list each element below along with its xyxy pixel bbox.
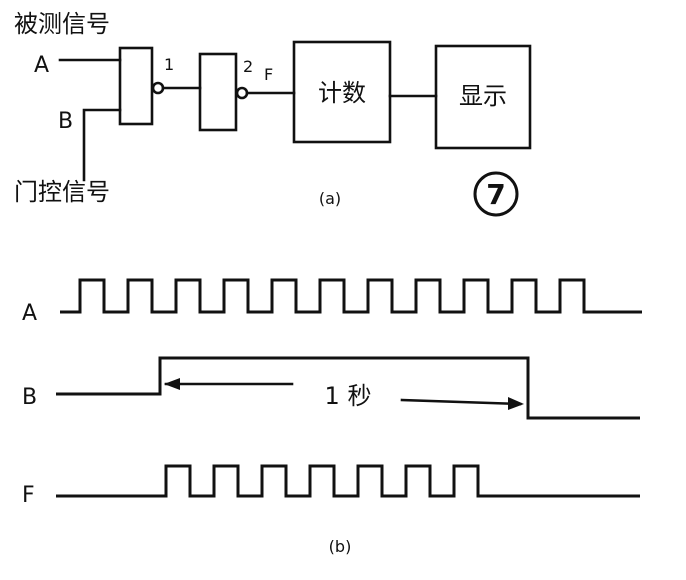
- wave-b-trace: [56, 356, 640, 420]
- interval-arrow-right-line: [400, 398, 522, 406]
- wave-f-label: F: [22, 483, 35, 508]
- gate-signal-label: 门控信号: [14, 178, 110, 206]
- display-label: 显示: [459, 82, 507, 110]
- display-block: [434, 44, 532, 150]
- gate-1-number: 1: [164, 55, 174, 74]
- wave-b-label: B: [22, 385, 37, 410]
- wave-a-label: A: [22, 301, 37, 326]
- gate-2-number: 2: [243, 57, 253, 76]
- counter-block: [292, 40, 392, 144]
- measured-signal-label: 被测信号: [14, 10, 110, 38]
- interval-label: 1 秒: [325, 382, 372, 410]
- interval-arrowhead-right: [508, 397, 524, 410]
- not-gate-2: [198, 52, 238, 132]
- inverter-bubble-1: [151, 81, 165, 95]
- caption-a: (a): [319, 189, 341, 208]
- wave-f-trace: [56, 464, 640, 498]
- block-diagram: 被测信号 门控信号 A B 1 2 F 计数 显示 (a) 7: [14, 10, 532, 217]
- counter-label: 计数: [318, 79, 366, 107]
- nand-gate-1: [118, 46, 154, 126]
- figure-number: 7: [486, 178, 505, 211]
- output-f-label: F: [264, 65, 273, 84]
- figure-number-circle: [473, 171, 519, 217]
- interval-arrowhead-left: [164, 378, 180, 390]
- wire-input-b: [82, 108, 122, 182]
- caption-b: (b): [329, 537, 352, 556]
- wave-a-trace: [60, 278, 642, 314]
- timing-diagram: A B F 1 秒 (b): [22, 278, 642, 556]
- input-a-label: A: [34, 53, 49, 78]
- input-b-label: B: [58, 109, 73, 134]
- inverter-bubble-2: [235, 86, 249, 100]
